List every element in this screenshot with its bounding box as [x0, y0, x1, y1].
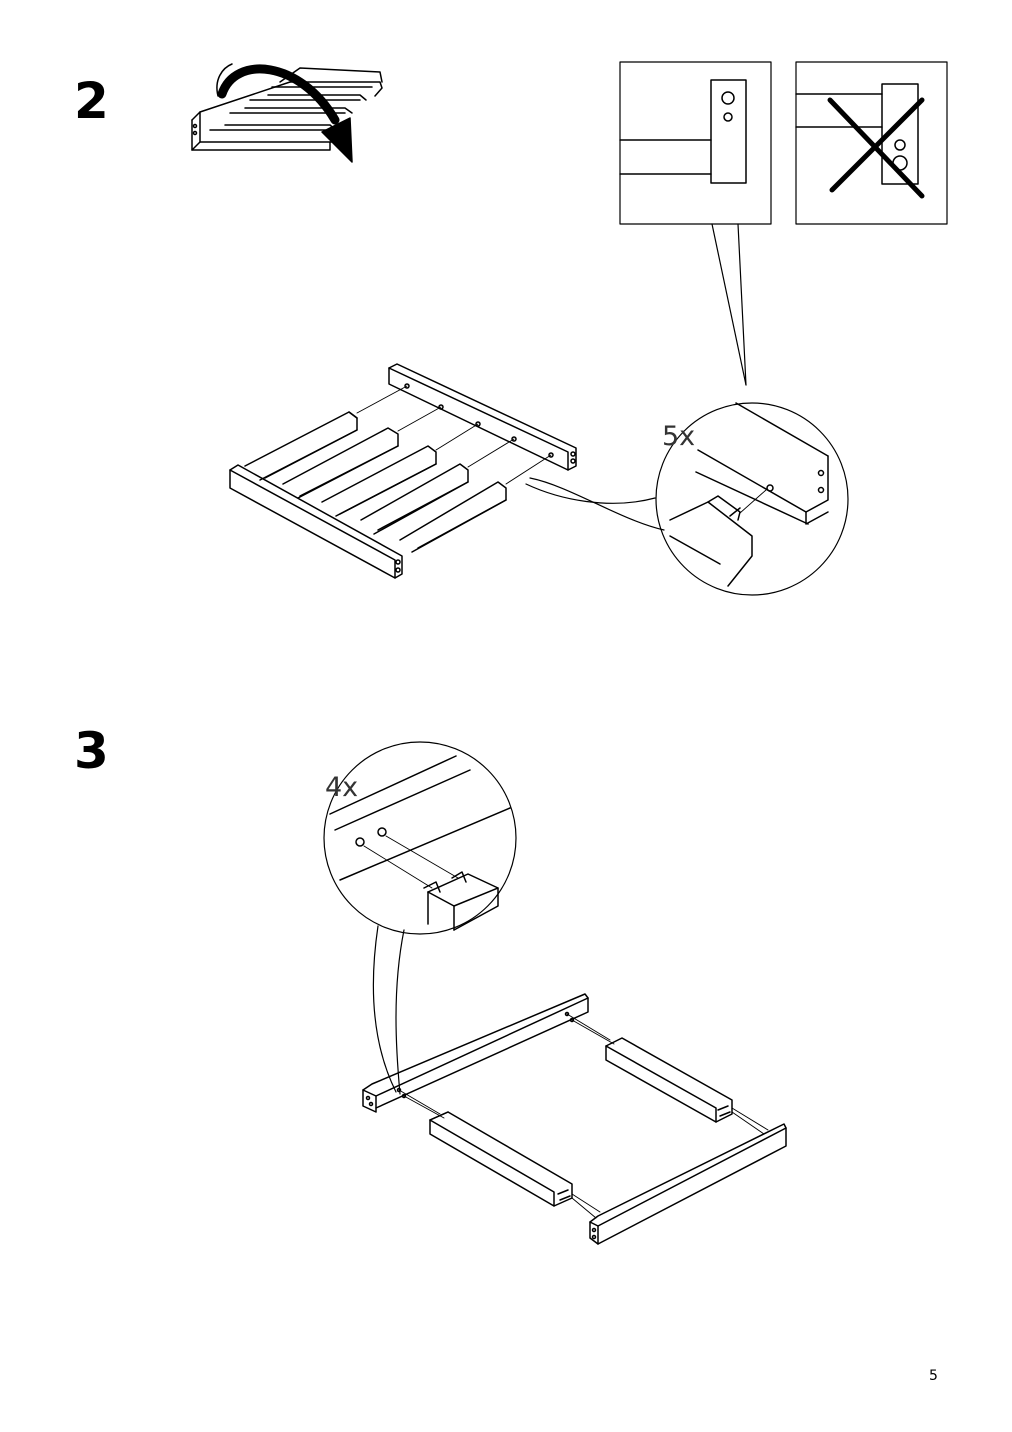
wrong-orientation-detail	[795, 61, 948, 225]
magnifier-callout-step3	[323, 741, 517, 1095]
magnifier-callout	[655, 402, 849, 596]
correct-orientation-detail	[619, 61, 772, 386]
quantity-label-step-2: 5x	[662, 421, 696, 452]
rotate-arrow-icon	[216, 63, 353, 163]
page-number: 5	[929, 1368, 938, 1384]
flip-frame-illustration	[191, 67, 383, 151]
quantity-label-step-3: 4x	[325, 772, 359, 803]
step-3-number: 3	[74, 722, 109, 780]
step-2-number: 2	[74, 72, 109, 130]
slat-frame-assembly	[229, 363, 665, 579]
cross-mark-icon	[827, 97, 925, 199]
side-frame-assembly	[362, 993, 787, 1245]
